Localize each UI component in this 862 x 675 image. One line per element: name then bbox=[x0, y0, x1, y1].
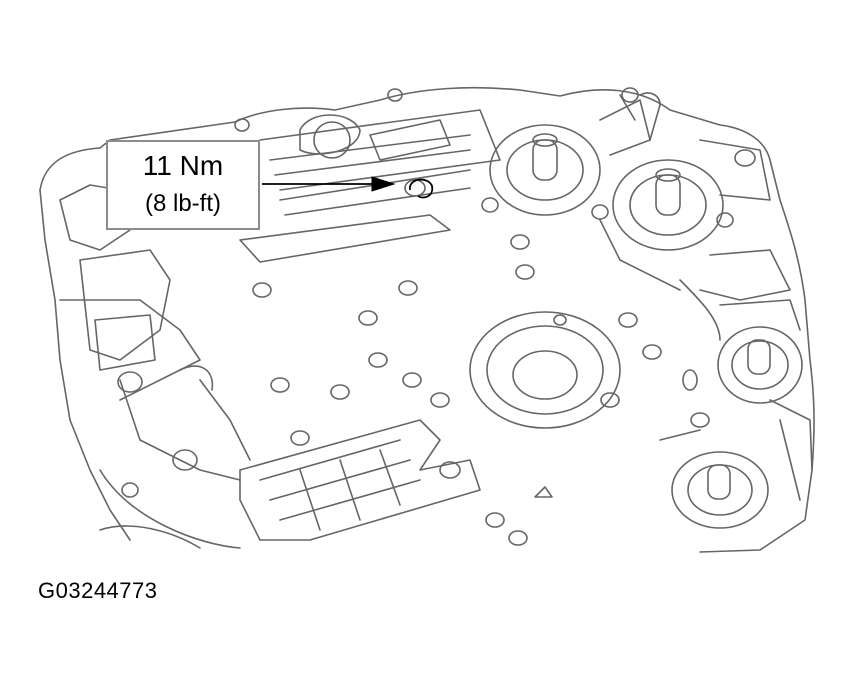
figure-id: G03244773 bbox=[38, 578, 158, 603]
housing-outline bbox=[39, 86, 815, 553]
torque-bolt-marker bbox=[409, 178, 434, 199]
callout-leader bbox=[262, 176, 396, 192]
torque-imperial-label: (8 lb-ft) bbox=[144, 190, 221, 217]
housing-left-edge bbox=[39, 189, 131, 541]
valve-body-line-drawing bbox=[39, 86, 815, 553]
torque-callout-box: 11 Nm (8 lb-ft) bbox=[106, 140, 260, 230]
torque-metric-label: 11 Nm bbox=[142, 150, 224, 181]
